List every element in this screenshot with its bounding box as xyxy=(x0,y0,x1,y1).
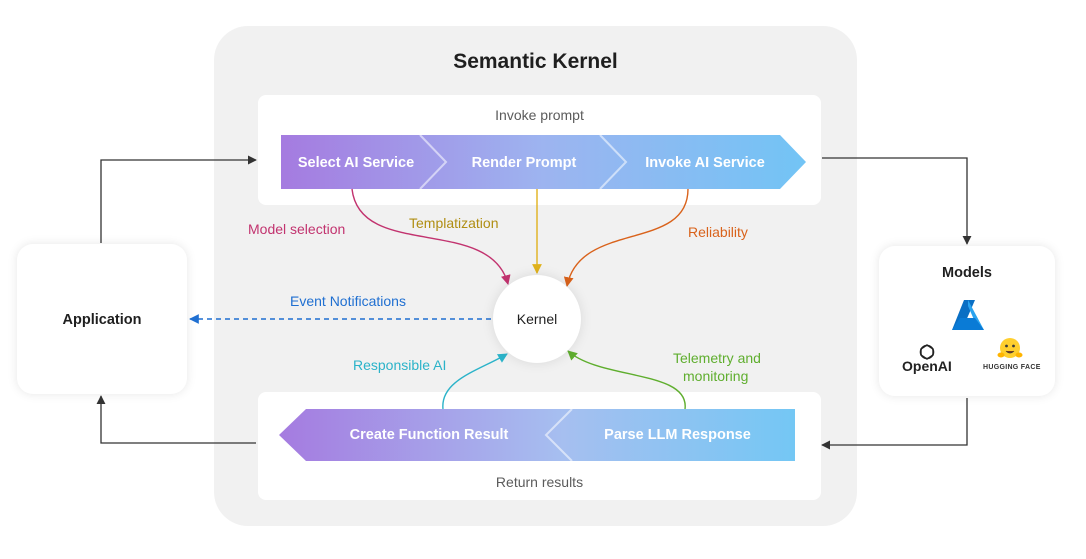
step-render-prompt: Render Prompt xyxy=(471,155,577,171)
openai-logo-icon xyxy=(919,344,935,360)
responsible-ai-arrow xyxy=(442,353,508,410)
models-title: Models xyxy=(942,265,992,281)
step-create-function-result: Create Function Result xyxy=(349,427,509,443)
return-results-caption: Return results xyxy=(495,474,584,490)
hugging-face-label: HUGGING FACE xyxy=(983,364,1041,371)
step-invoke-ai-service: Invoke AI Service xyxy=(645,155,765,171)
application-card xyxy=(17,244,187,394)
step-parse-llm-response: Parse LLM Response xyxy=(604,427,751,443)
responsible-ai-label: Responsible AI xyxy=(353,357,447,373)
reliability-arrow xyxy=(563,188,689,287)
kernel-node: Kernel xyxy=(493,275,581,363)
azure-logo-icon xyxy=(952,300,984,330)
application-label: Application xyxy=(62,312,142,328)
kernel-label: Kernel xyxy=(516,311,558,327)
templatization-label: Templatization xyxy=(409,215,499,231)
invoke-pipeline-band xyxy=(281,135,806,189)
chevron-divider xyxy=(544,408,573,462)
return-pipeline-band xyxy=(279,409,795,461)
flow-arrow-return-to-app xyxy=(96,395,256,444)
hugging-face-logo-icon xyxy=(997,338,1023,358)
chevron-divider xyxy=(419,134,448,190)
flow-arrow-app-to-invoke xyxy=(100,155,257,243)
diagram-title: Semantic Kernel xyxy=(453,50,618,73)
step-select-ai-service: Select AI Service xyxy=(297,155,415,171)
telemetry-arrow xyxy=(567,350,686,410)
telemetry-label-line-1: Telemetry and xyxy=(673,350,761,366)
chevron-divider xyxy=(599,134,628,190)
reliability-label: Reliability xyxy=(688,224,748,240)
invoke-prompt-caption: Invoke prompt xyxy=(495,107,584,123)
flow-arrow-models-to-parse xyxy=(821,398,968,450)
flow-arrow-invoke-to-models xyxy=(822,157,972,245)
telemetry-label-line-2: monitoring xyxy=(683,368,749,384)
model-selection-arrow xyxy=(351,188,511,285)
event-notifications-label: Event Notifications xyxy=(290,293,406,309)
model-selection-label: Model selection xyxy=(248,221,346,237)
openai-label: OpenAI xyxy=(902,358,952,374)
